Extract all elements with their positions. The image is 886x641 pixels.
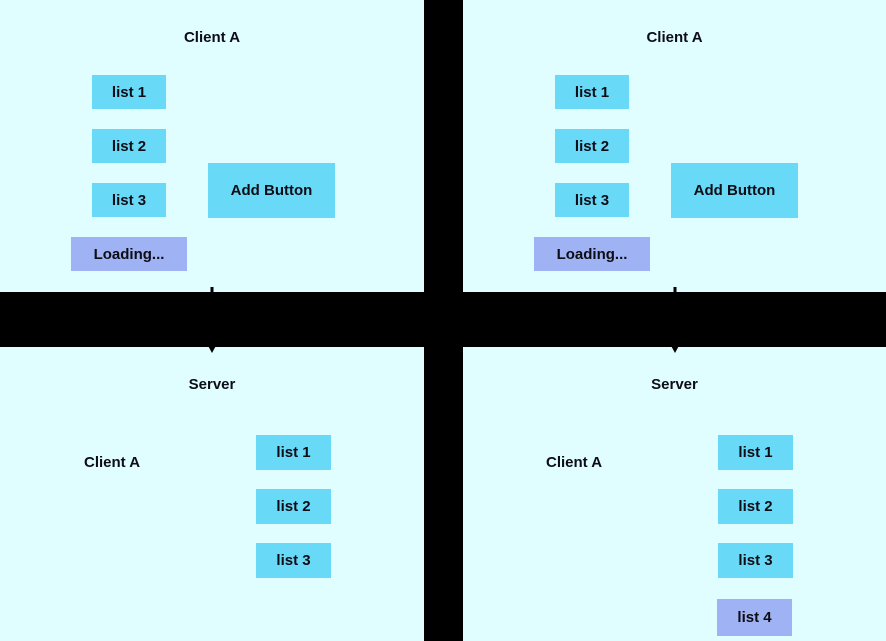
panel-title: Client A [646, 29, 703, 46]
add-button[interactable]: Add Button [671, 163, 798, 218]
client-label: Client A [546, 454, 603, 471]
list-item-box: list 3 [256, 543, 331, 578]
arrow-client-to-server-right [669, 287, 681, 353]
list-item-box: list 3 [555, 183, 629, 217]
loading-indicator: Loading... [71, 237, 187, 271]
list-item-box: list 3 [718, 543, 793, 578]
list-item-box: list 2 [555, 129, 629, 163]
server-panel-bottom-right: Server Client A list 1 list 2 list 3 lis… [463, 347, 886, 641]
list-item-box: list 2 [718, 489, 793, 524]
client-label: Client A [84, 454, 141, 471]
list-item-box: list 3 [92, 183, 166, 217]
panel-title: Server [188, 376, 236, 393]
list-item-box: list 1 [718, 435, 793, 470]
list-item-box: list 2 [92, 129, 166, 163]
list-item-box: list 2 [256, 489, 331, 524]
loading-indicator: Loading... [534, 237, 650, 271]
arrow-client-to-server-left [206, 287, 218, 353]
server-panel-bottom-left: Server Client A list 1 list 2 list 3 [0, 347, 424, 641]
list-item-box: list 1 [555, 75, 629, 109]
list-item-box: list 1 [256, 435, 331, 470]
client-a-panel-top-right: Client A list 1 list 2 list 3 Loading...… [463, 0, 886, 292]
new-list-item-box: list 4 [717, 599, 792, 636]
client-a-panel-top-left: Client A list 1 list 2 list 3 Loading...… [0, 0, 424, 292]
panel-title: Server [651, 376, 698, 393]
add-button[interactable]: Add Button [208, 163, 335, 218]
list-item-box: list 1 [92, 75, 166, 109]
panel-title: Client A [183, 29, 241, 46]
